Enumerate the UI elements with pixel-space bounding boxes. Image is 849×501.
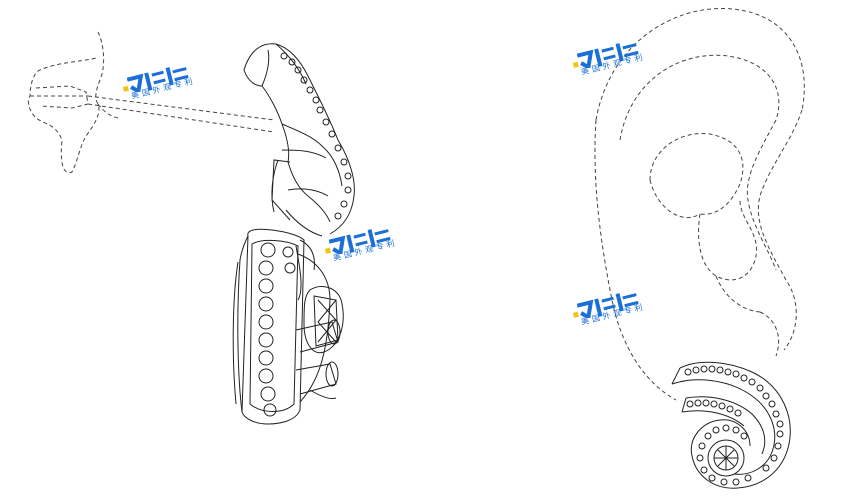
right-spiral-gems <box>684 365 784 486</box>
left-panel-gems <box>258 242 296 417</box>
left-earring-outline <box>243 43 355 237</box>
logo-mark-icon <box>572 43 639 68</box>
logo-mark-icon <box>122 67 189 92</box>
logo-mark-icon <box>324 229 391 254</box>
left-lower-panel <box>232 228 344 425</box>
left-ear-outline <box>27 31 275 174</box>
left-upper-gems <box>280 52 352 220</box>
logo-mark-icon <box>572 293 639 318</box>
watermark: 美国外观专利 <box>570 292 662 338</box>
watermark: 美国外观专利 <box>120 66 212 112</box>
watermark: 美国外观专利 <box>322 228 414 274</box>
watermark: 美国外观专利 <box>570 42 662 88</box>
right-earring-spiral <box>671 361 791 489</box>
